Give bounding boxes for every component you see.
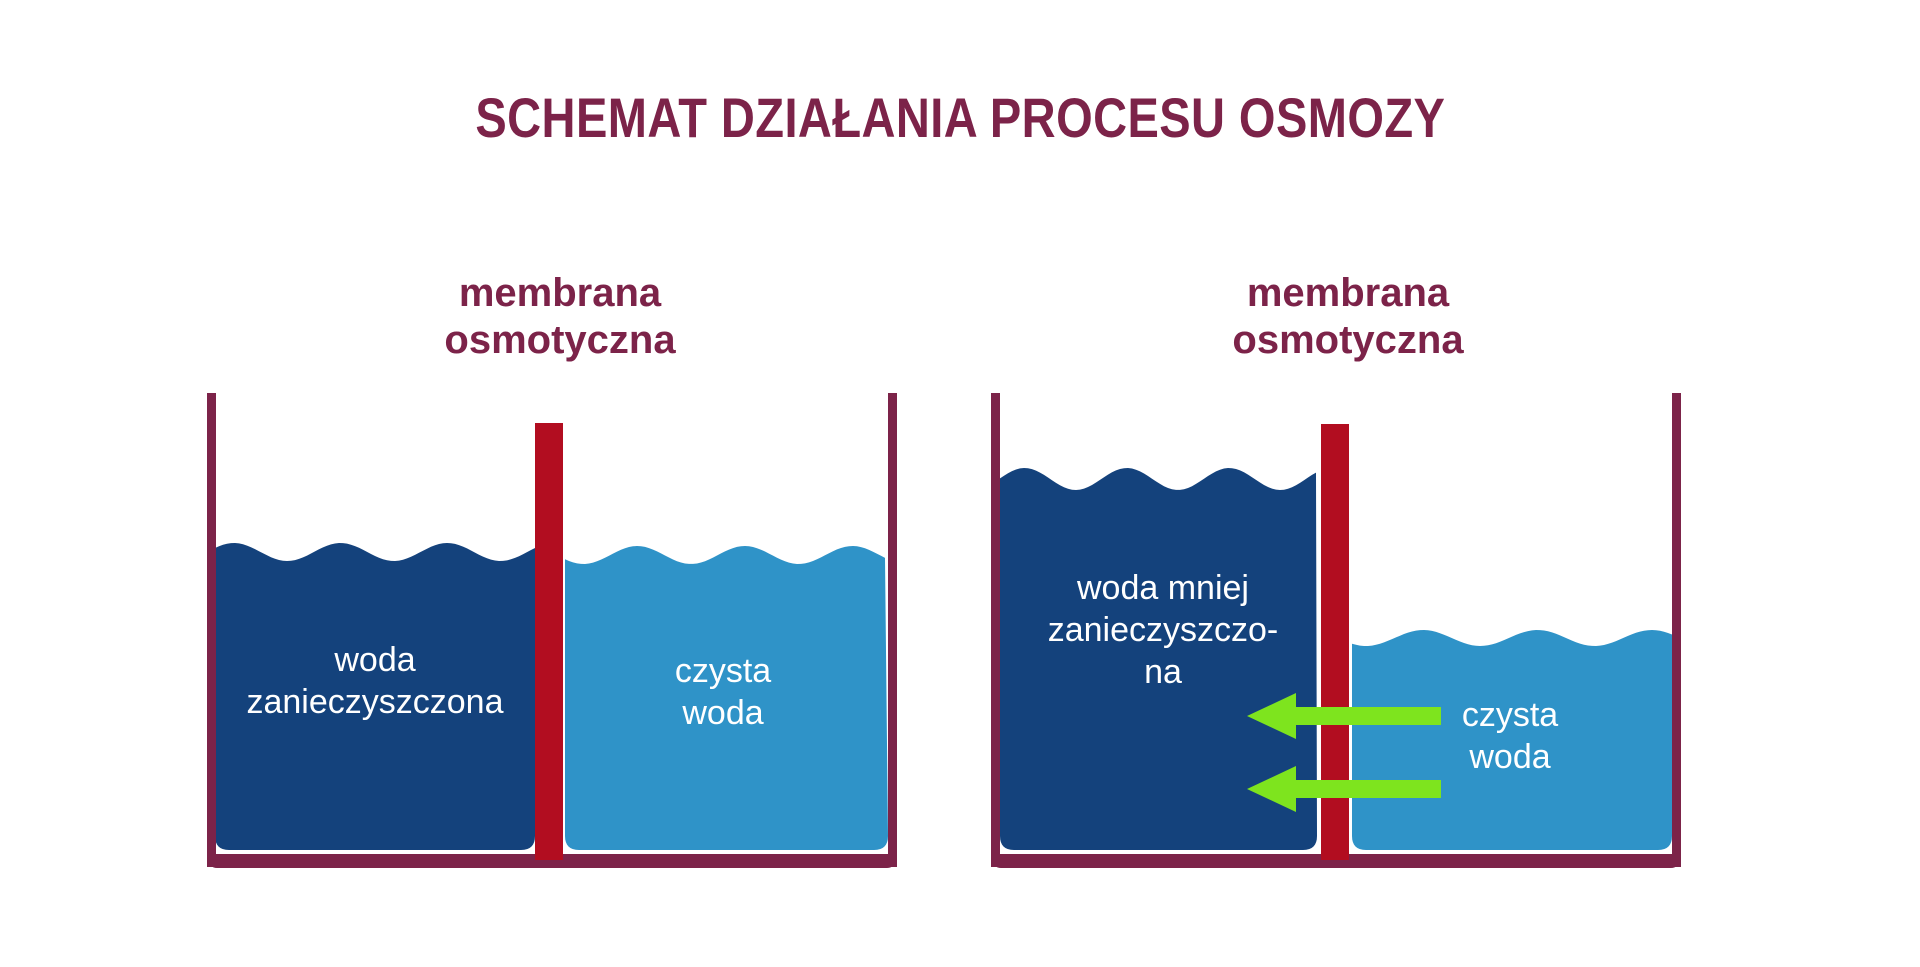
right-less-contaminated-water-label: woda mniej zanieczyszczo- na	[1047, 569, 1279, 691]
flow-arrow-left-icon	[1247, 766, 1441, 812]
left-osmotic-membrane	[535, 423, 563, 860]
left-container-left-wall	[207, 393, 216, 867]
flow-arrow-left-icon	[1247, 693, 1441, 739]
right-container-right-wall	[1672, 393, 1681, 867]
title-row: SCHEMAT DZIAŁANIA PROCESU OSMOZY	[0, 90, 1920, 146]
right-less-contaminated-water-shape	[1000, 468, 1317, 850]
left-clean-water-label: czysta woda	[674, 652, 772, 732]
right-container-left-wall	[991, 393, 1000, 867]
left-clean-water-shape	[565, 546, 888, 850]
left-contaminated-water-label: woda zanieczyszczona	[246, 641, 504, 721]
left-contaminated-water-shape	[215, 543, 535, 850]
left-container-bottom	[207, 854, 897, 868]
right-container-bottom	[991, 854, 1681, 868]
page-title: SCHEMAT DZIAŁANIA PROCESU OSMOZY	[475, 86, 1445, 149]
left-container-right-wall	[888, 393, 897, 867]
right-clean-water-label: czysta woda	[1461, 696, 1559, 776]
right-membrane-label: membrana osmotyczna	[1232, 271, 1464, 362]
left-membrane-label: membrana osmotyczna	[444, 271, 676, 362]
